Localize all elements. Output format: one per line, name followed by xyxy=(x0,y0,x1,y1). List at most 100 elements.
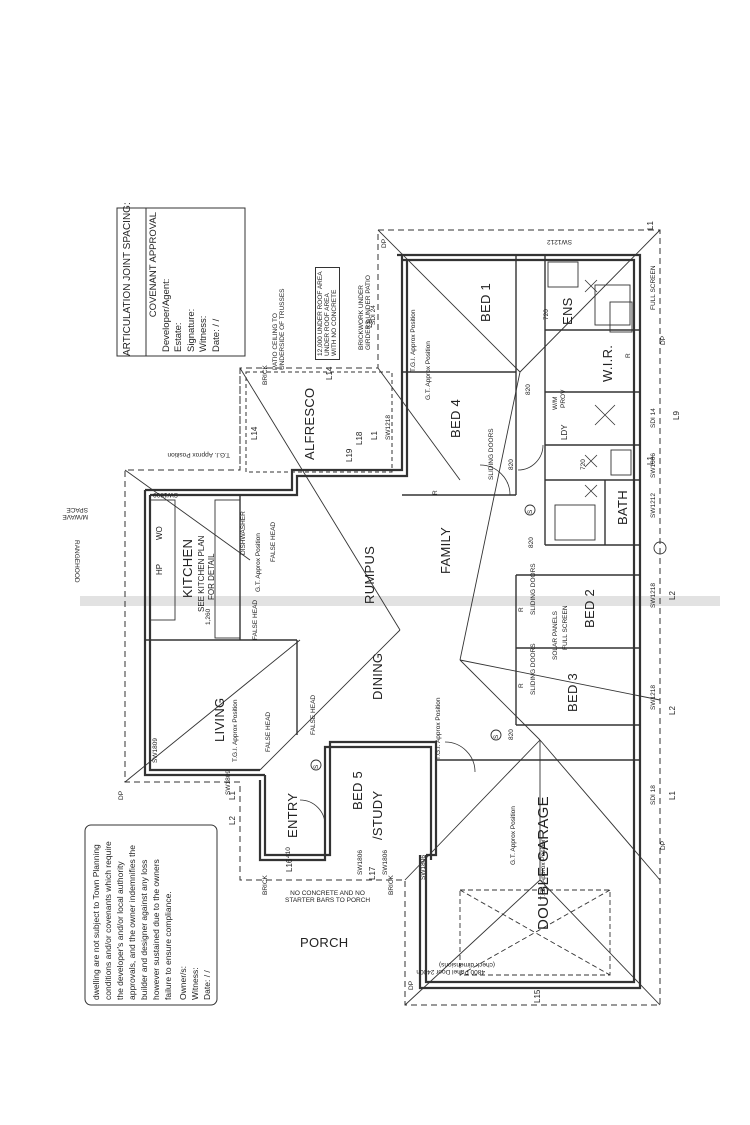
marker-l2-c: L2 xyxy=(228,816,237,825)
dim-820-d: 820 xyxy=(528,537,535,548)
window-sdi24: SDI 24 xyxy=(370,305,377,325)
notes-field-developer: Developer/Agent: xyxy=(160,278,172,352)
marker-hp: HP xyxy=(155,563,164,575)
marker-l2-a: L2 xyxy=(668,591,677,600)
notes-title: ARTICULATION JOINT SPACING: xyxy=(122,202,133,356)
window-sw1809-c: SW1809 xyxy=(225,770,232,795)
gt-note-kitchen: G.T. Approx Position xyxy=(255,533,262,592)
marker-l1-a: L1 xyxy=(646,221,655,230)
compliance-line-1: dwelling are not subject to Town Plannin… xyxy=(91,844,101,1000)
notes-field-signature: Signature: xyxy=(185,308,197,352)
tgi-note-garage: T.G.I. Approx Position xyxy=(540,837,547,900)
marker-s-b: S xyxy=(493,734,500,739)
compliance-line-6: however sustained due to the owners xyxy=(151,859,161,1000)
compliance-line-2: conditions and/or covenants which requir… xyxy=(103,841,113,1000)
marker-wo: WO xyxy=(155,526,164,540)
dim-820-c: 820 xyxy=(525,384,532,395)
room-bath: BATH xyxy=(615,490,630,525)
dim-820-b: 820 xyxy=(508,729,515,740)
sliding-doors-bed3: SLIDING DOORS xyxy=(530,643,537,695)
false-head-living: FALSE HEAD xyxy=(265,711,272,752)
tgi-note-living: T.G.I. Approx Position xyxy=(232,699,239,762)
brick-label-a: BRICK xyxy=(262,365,269,385)
marker-r-bed4: R xyxy=(432,490,439,495)
window-sw1006: SW1006 xyxy=(650,453,657,478)
room-ens: ENS xyxy=(560,297,575,325)
marker-r-bed3: R xyxy=(518,683,525,688)
room-alfresco: ALFRESCO xyxy=(302,387,317,460)
window-sw1806-c: SW1806 xyxy=(420,855,427,880)
compliance-notes-box xyxy=(84,824,218,1006)
compliance-line-3: the developer's and/or local authority xyxy=(115,861,125,1000)
gt-note-bed4: G.T. Approx Position xyxy=(425,341,432,400)
marker-l17: L17 xyxy=(368,866,377,880)
dim-720-b: 720 xyxy=(580,459,587,470)
compliance-field-date: Date: / / xyxy=(202,970,212,1000)
sliding-doors-bed4: SLIDING DOORS xyxy=(488,428,495,480)
notes-field-witness: Witness: xyxy=(198,315,209,352)
marker-dp-a: DP xyxy=(381,238,388,248)
window-sw1806-b: SW1806 xyxy=(382,850,389,875)
marker-l1-e: L1 xyxy=(370,431,379,440)
marker-l9-a: L9 xyxy=(672,411,681,420)
room-bed-2: BED 2 xyxy=(582,588,597,628)
marker-dp-d: DP xyxy=(408,980,415,990)
window-sw1218-b: SW1218 xyxy=(650,583,657,608)
window-sw1218-c: SW1218 xyxy=(650,685,657,710)
marker-dp-b: DP xyxy=(660,335,667,345)
marker-l1-c: L1 xyxy=(668,791,677,800)
prov-label: PROV xyxy=(560,389,567,408)
notes-field-date: Date: / / xyxy=(210,318,222,352)
false-head-kitchen: FALSE HEAD xyxy=(252,599,259,640)
room-rumpus: RUMPUS xyxy=(362,545,377,604)
room-bed-5: BED 5 xyxy=(350,770,365,810)
room-study: /STUDY xyxy=(370,790,385,840)
marker-l15: L15 xyxy=(533,989,542,1003)
sliding-doors-bed2: SLIDING DOORS xyxy=(530,563,537,615)
compliance-line-7: failure to ensure compliance. xyxy=(163,891,173,1000)
garage-door-label: 4800 Panel Door 2400h xyxy=(416,968,485,975)
room-family: FAMILY xyxy=(438,526,453,574)
marker-dp-e: DP xyxy=(118,790,125,800)
rangehood-label: RANGEHOOD xyxy=(73,540,80,583)
marker-l19: L19 xyxy=(345,448,354,462)
dim-410: 410 xyxy=(285,847,292,858)
kitchen-note-2: FOR DETAIL xyxy=(207,553,216,600)
marker-l14-a: L14 xyxy=(250,426,259,440)
patio-ceiling-note: PATIO CEILING TO UNDERSIDE OF TRUSSES xyxy=(272,288,286,370)
window-sdi18: SDI 18 xyxy=(650,785,657,805)
room-bed-1: BED 1 xyxy=(478,282,493,322)
marker-l14-b: L14 xyxy=(325,366,334,380)
room-dining: DINING xyxy=(370,652,385,700)
compliance-line-4: approvals, and the owner indemnifies the xyxy=(127,845,137,1000)
wm-label: W/M xyxy=(552,396,559,410)
room-bed-4: BED 4 xyxy=(448,398,463,438)
gt-note-garage: G.T. Approx Position xyxy=(510,806,517,865)
dim-820-a: 820 xyxy=(508,459,515,470)
room-wir: W.I.R. xyxy=(600,344,615,382)
room-kitchen: KITCHEN xyxy=(180,538,195,598)
garage-door-note: (check dimensions) xyxy=(439,961,495,968)
room-entry: ENTRY xyxy=(285,792,300,838)
compliance-field-witness: Witness: xyxy=(190,967,200,1000)
full-screen-bed2: FULL SCREEN xyxy=(562,605,569,650)
window-sw1809-a: SW1809 xyxy=(152,738,159,763)
mwave-label: M/WAVE SPACE xyxy=(62,506,88,520)
marker-dp-c: DP xyxy=(660,840,667,850)
marker-l16: L16 xyxy=(285,858,294,872)
marker-s-a: S xyxy=(527,509,534,514)
window-sw1806-a: SW1806 xyxy=(357,850,364,875)
under-roof-note: 12,000 UNDER ROOF AREA UNDER ROOF AREA W… xyxy=(315,267,340,360)
marker-r-bed2: R xyxy=(518,607,525,612)
marker-l2-b: L2 xyxy=(668,706,677,715)
solar-panels-label: SOLAR PANELS xyxy=(552,610,559,660)
kitchen-note-1: SEE KITCHEN PLAN xyxy=(197,535,206,612)
room-ldy: LDY xyxy=(560,424,569,440)
dim-1260: 1,260 xyxy=(205,608,212,625)
window-sw1218-a: SW1218 xyxy=(385,415,392,440)
false-head-family: FALSE HEAD xyxy=(270,521,277,562)
tgi-note-dining: T.G.I. Approx Position xyxy=(435,697,442,760)
full-screen-ens: FULL SCREEN xyxy=(650,265,657,310)
